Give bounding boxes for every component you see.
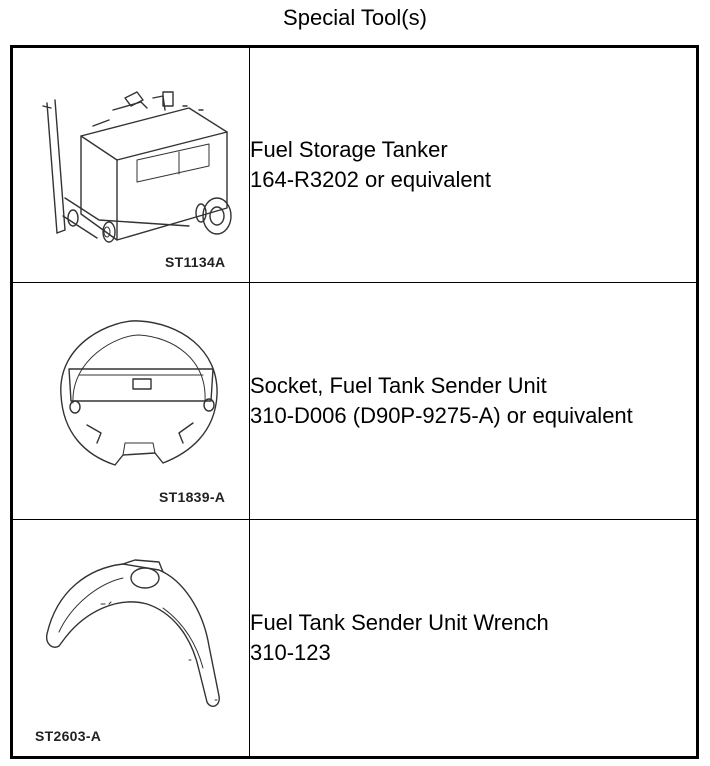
tool-description-cell: Fuel Storage Tanker 164-R3202 or equival…: [249, 46, 698, 283]
table-row: ST2603-A Fuel Tank Sender Unit Wrench 31…: [11, 519, 698, 758]
tool-description-cell: Fuel Tank Sender Unit Wrench 310-123: [249, 519, 698, 758]
tool-code: ST1134A: [165, 254, 226, 270]
tool-image-cell: ST1134A: [11, 46, 250, 283]
sender-unit-socket-icon: [60, 320, 218, 466]
page-title: Special Tool(s): [283, 5, 427, 30]
tool-code: ST2603-A: [35, 728, 102, 744]
special-tools-table: ST1134A Fuel Storage Tanker 164-R3202 or…: [10, 45, 699, 759]
sender-unit-wrench-icon: [45, 559, 220, 707]
tool-part-number: 310-D006 (D90P-9275-A) or equivalent: [250, 403, 633, 428]
sender-unit-socket-illustration: ST1839-A: [13, 283, 249, 519]
table-row: ST1134A Fuel Storage Tanker 164-R3202 or…: [11, 46, 698, 283]
table-row: ST1839-A Socket, Fuel Tank Sender Unit 3…: [11, 282, 698, 520]
fuel-storage-tanker-icon: [42, 91, 232, 243]
tool-part-number: 164-R3202 or equivalent: [250, 167, 491, 192]
tool-image-cell: ST1839-A: [11, 282, 250, 520]
tool-name: Fuel Tank Sender Unit Wrench: [250, 610, 549, 635]
tool-image-cell: ST2603-A: [11, 519, 250, 758]
tool-part-number: 310-123: [250, 640, 331, 665]
tool-code: ST1839-A: [159, 489, 226, 505]
tool-description-cell: Socket, Fuel Tank Sender Unit 310-D006 (…: [249, 282, 698, 520]
sender-unit-wrench-illustration: ST2603-A: [13, 520, 249, 756]
tool-name: Socket, Fuel Tank Sender Unit: [250, 373, 547, 398]
tool-name: Fuel Storage Tanker: [250, 137, 448, 162]
fuel-storage-tanker-illustration: ST1134A: [13, 48, 249, 282]
